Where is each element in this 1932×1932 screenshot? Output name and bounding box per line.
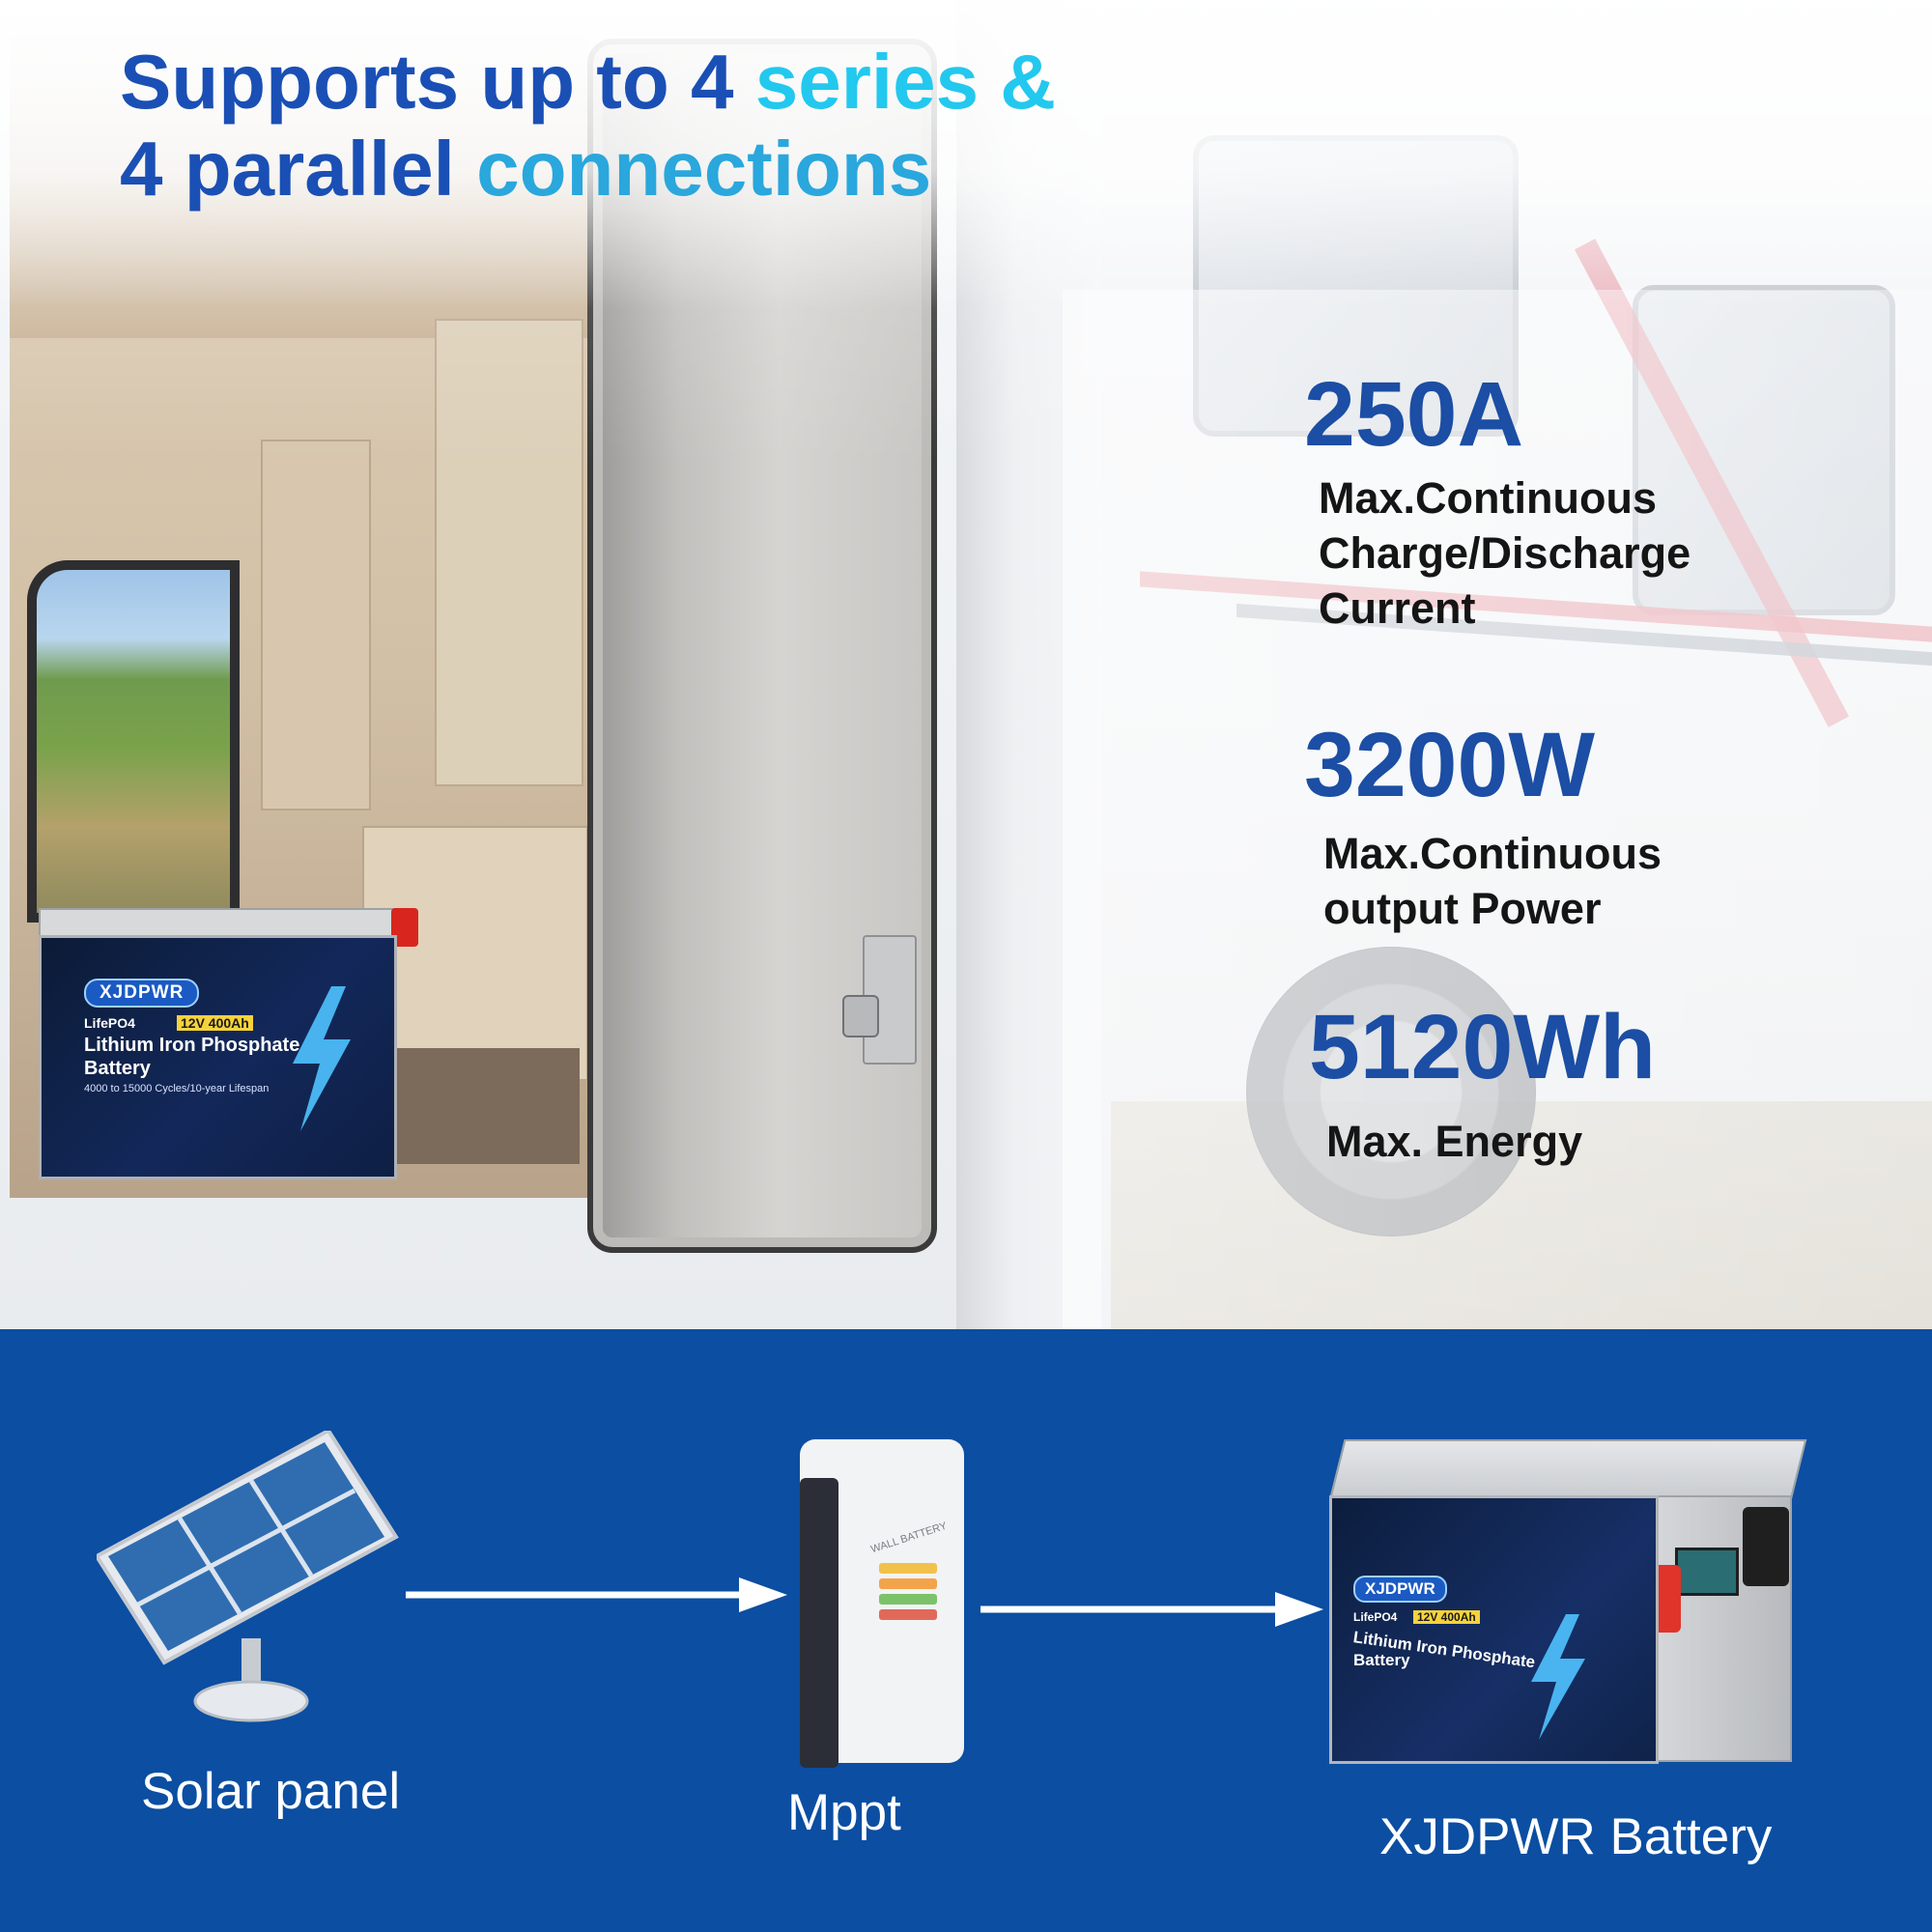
mppt-level-bar [879,1594,937,1605]
battery-chemistry: LifePO4 [1353,1610,1398,1624]
headline-line2-a: 4 parallel [120,126,455,212]
solar-panel-icon [97,1431,399,1722]
arrow-right-icon [980,1592,1323,1627]
battery-label: XJDPWR Battery [1379,1808,1773,1865]
stat-current-label-3: Current [1319,583,1476,633]
solar-panel-label: Solar panel [141,1763,401,1820]
scene-battery: XJDPWR LifePO4 12V 400Ah Lithium Iron Ph… [39,908,418,1179]
lightning-bolt-icon [1531,1614,1585,1740]
battery-brand: XJDPWR [84,979,200,1008]
wardrobe-cabinet [261,440,371,810]
battery-display-icon [1675,1548,1739,1596]
stat-energy-value: 5120Wh [1309,996,1657,1098]
outdoor-view-window [27,560,240,923]
battery-icon: XJDPWR LifePO4 12V 400Ah Lithium Iron Ph… [1329,1439,1807,1764]
rv-scene: XJDPWR LifePO4 12V 400Ah Lithium Iron Ph… [0,0,1932,1329]
wardrobe-cabinet [435,319,583,786]
mppt-level-bar [879,1578,937,1589]
lightning-bolt-icon [293,986,351,1131]
stat-current-label-1: Max.Continuous [1319,473,1657,523]
battery-chemistry: LifePO4 [84,1015,135,1031]
arrow-right-icon [406,1577,787,1612]
stat-current-label-2: Charge/Discharge [1319,528,1691,578]
headline: Supports up to 4 series & 4 parallel con… [120,39,1056,213]
mppt-controller-icon: WALL BATTERY [800,1439,964,1768]
battery-title: Lithium Iron Phosphate [84,1035,300,1056]
battery-top [39,908,395,939]
scene-overlay [0,0,1932,309]
door-handle-icon [842,995,879,1037]
headline-line2-b: connections [454,126,932,212]
stat-current-value: 250A [1304,363,1524,466]
energy-flow-panel: Solar panel WALL BATTERY Mppt [0,1329,1932,1932]
mppt-level-bar [879,1563,937,1574]
battery-spec: 12V 400Ah [177,1015,253,1031]
mppt-label: Mppt [787,1784,901,1841]
battery-lid [1329,1439,1807,1499]
battery-brand: XJDPWR [1353,1576,1447,1603]
mppt-level-bar [879,1609,937,1620]
stat-power-label-2: output Power [1323,884,1602,933]
battery-label: XJDPWR LifePO4 12V 400Ah Lithium Iron Ph… [39,935,397,1179]
stat-power-value: 3200W [1304,714,1596,816]
mppt-side-panel [800,1478,838,1768]
negative-terminal-icon [1743,1507,1789,1586]
battery-title-2: Battery [1353,1651,1410,1669]
stat-energy-label: Max. Energy [1326,1117,1583,1166]
battery-title-2: Battery [84,1058,151,1079]
scene-overlay [1063,290,1932,1329]
headline-line1-b: series & [733,39,1057,125]
battery-front-label: XJDPWR LifePO4 12V 400Ah Lithium Iron Ph… [1329,1495,1659,1764]
stat-power-label-1: Max.Continuous [1323,829,1662,878]
battery-cycle-life: 4000 to 15000 Cycles/10-year Lifespan [84,1083,270,1094]
headline-line1-a: Supports up to 4 [120,39,734,125]
battery-spec: 12V 400Ah [1413,1610,1480,1624]
